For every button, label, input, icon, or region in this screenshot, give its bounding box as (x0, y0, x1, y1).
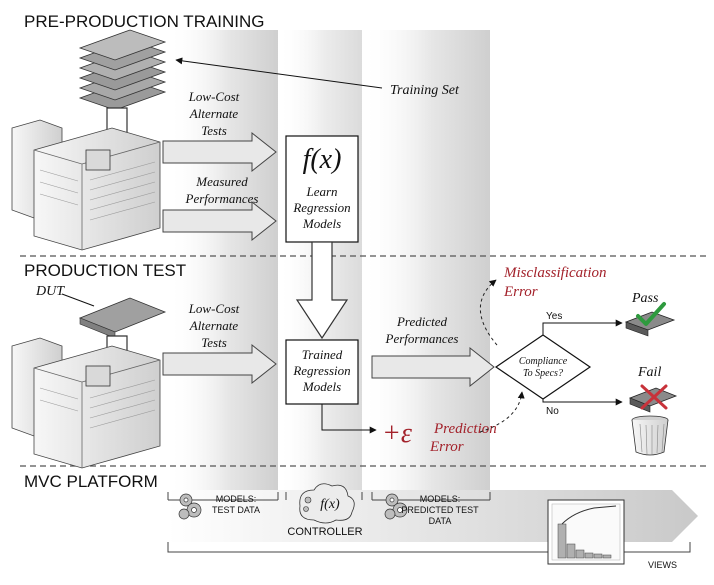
section-title-mvc: MVC PLATFORM (24, 472, 158, 491)
svg-text:Trained: Trained (302, 347, 343, 362)
training-boards-icon (78, 29, 167, 111)
error-feedback-curve (479, 391, 525, 433)
svg-text:Alternate: Alternate (189, 318, 239, 333)
svg-text:Error: Error (429, 439, 464, 455)
misclassification-curve (479, 279, 498, 346)
yes-branch-arrow (542, 319, 623, 335)
svg-text:Misclassification: Misclassification (503, 265, 607, 281)
svg-text:MODELS:: MODELS: (420, 494, 461, 504)
fail-chip-icon (628, 384, 678, 413)
svg-text:Tests: Tests (201, 335, 227, 350)
trash-can-icon (631, 415, 669, 456)
training-set-label: Training Set (390, 83, 460, 98)
svg-text:Compliance: Compliance (519, 356, 568, 367)
production-low-cost-tests-label: Low-Cost Alternate Tests (188, 301, 240, 350)
svg-text:Predicted: Predicted (396, 314, 448, 329)
low-cost-tests-arrow (162, 131, 277, 173)
dut-board-icon (78, 297, 167, 339)
yes-label: Yes (546, 311, 562, 322)
compliance-label: Compliance To Specs? (519, 356, 568, 379)
gears-icon-predicted (384, 493, 408, 520)
svg-text:Learn: Learn (305, 184, 337, 199)
svg-text:Models: Models (302, 216, 341, 231)
predicted-performances-arrow (371, 346, 495, 388)
bracket-views (167, 542, 691, 553)
svg-text:Regression: Regression (292, 200, 350, 215)
epsilon-symbol: +ε (382, 418, 412, 449)
section-title-pre-production: PRE-PRODUCTION TRAINING (24, 12, 265, 31)
svg-text:To Specs?: To Specs? (523, 368, 563, 379)
svg-text:PREDICTED TEST: PREDICTED TEST (401, 505, 479, 515)
train-to-model-arrow (295, 241, 349, 340)
svg-text:MODELS:: MODELS: (216, 494, 257, 504)
learn-models-label: Learn Regression Models (292, 184, 350, 231)
svg-text:DATA: DATA (429, 516, 452, 526)
svg-text:Error: Error (503, 284, 538, 300)
models-pred-label: MODELS: PREDICTED TEST DATA (401, 494, 479, 526)
svg-text:Regression: Regression (292, 363, 350, 378)
predicted-performances-label: Predicted Performances (385, 314, 459, 346)
production-tests-arrow (162, 343, 277, 385)
learn-models-box (285, 135, 359, 243)
prediction-error-arrow (321, 404, 377, 434)
bracket-controller (285, 492, 363, 500)
svg-text:Performances: Performances (385, 331, 459, 346)
section-title-production: PRODUCTION TEST (24, 261, 186, 280)
compliance-decision-diamond (494, 334, 592, 400)
svg-text:Low-Cost: Low-Cost (188, 301, 240, 316)
pass-chip-icon (624, 302, 676, 337)
svg-text:Models: Models (302, 379, 341, 394)
svg-text:Performances: Performances (185, 191, 259, 206)
learn-fx-symbol: f(x) (303, 144, 342, 175)
svg-text:TEST DATA: TEST DATA (212, 505, 260, 515)
measured-performances-arrow (162, 200, 277, 242)
misclassification-label: Misclassification Error (503, 265, 607, 300)
no-label: No (546, 406, 559, 417)
production-server-cluster-icon (11, 337, 161, 469)
prediction-error-label: Prediction Error (429, 421, 497, 455)
controller-fx-symbol: f(x) (320, 497, 340, 512)
controller-cloud-icon (299, 483, 355, 524)
views-label: VIEWS (648, 560, 677, 570)
gears-icon (178, 493, 202, 520)
trained-models-label: Trained Regression Models (292, 347, 350, 394)
fail-label: Fail (637, 365, 661, 380)
low-cost-tests-label: Low-Cost Alternate Tests (188, 89, 240, 138)
svg-text:Alternate: Alternate (189, 106, 239, 121)
trained-models-box (285, 339, 359, 405)
controller-label: CONTROLLER (287, 526, 362, 538)
dut-pointer-line (61, 293, 95, 307)
svg-text:Low-Cost: Low-Cost (188, 89, 240, 104)
models-test-label: MODELS: TEST DATA (212, 494, 260, 515)
dut-label: DUT (35, 284, 65, 299)
pass-label: Pass (631, 291, 659, 306)
training-set-arrow (175, 57, 383, 89)
measured-performances-label: Measured Performances (185, 174, 259, 206)
views-chart-icon (547, 499, 625, 565)
svg-text:Prediction: Prediction (433, 421, 497, 437)
server-cluster-icon (11, 119, 161, 251)
no-branch-arrow (542, 398, 623, 406)
svg-text:Measured: Measured (195, 174, 248, 189)
svg-text:Tests: Tests (201, 123, 227, 138)
